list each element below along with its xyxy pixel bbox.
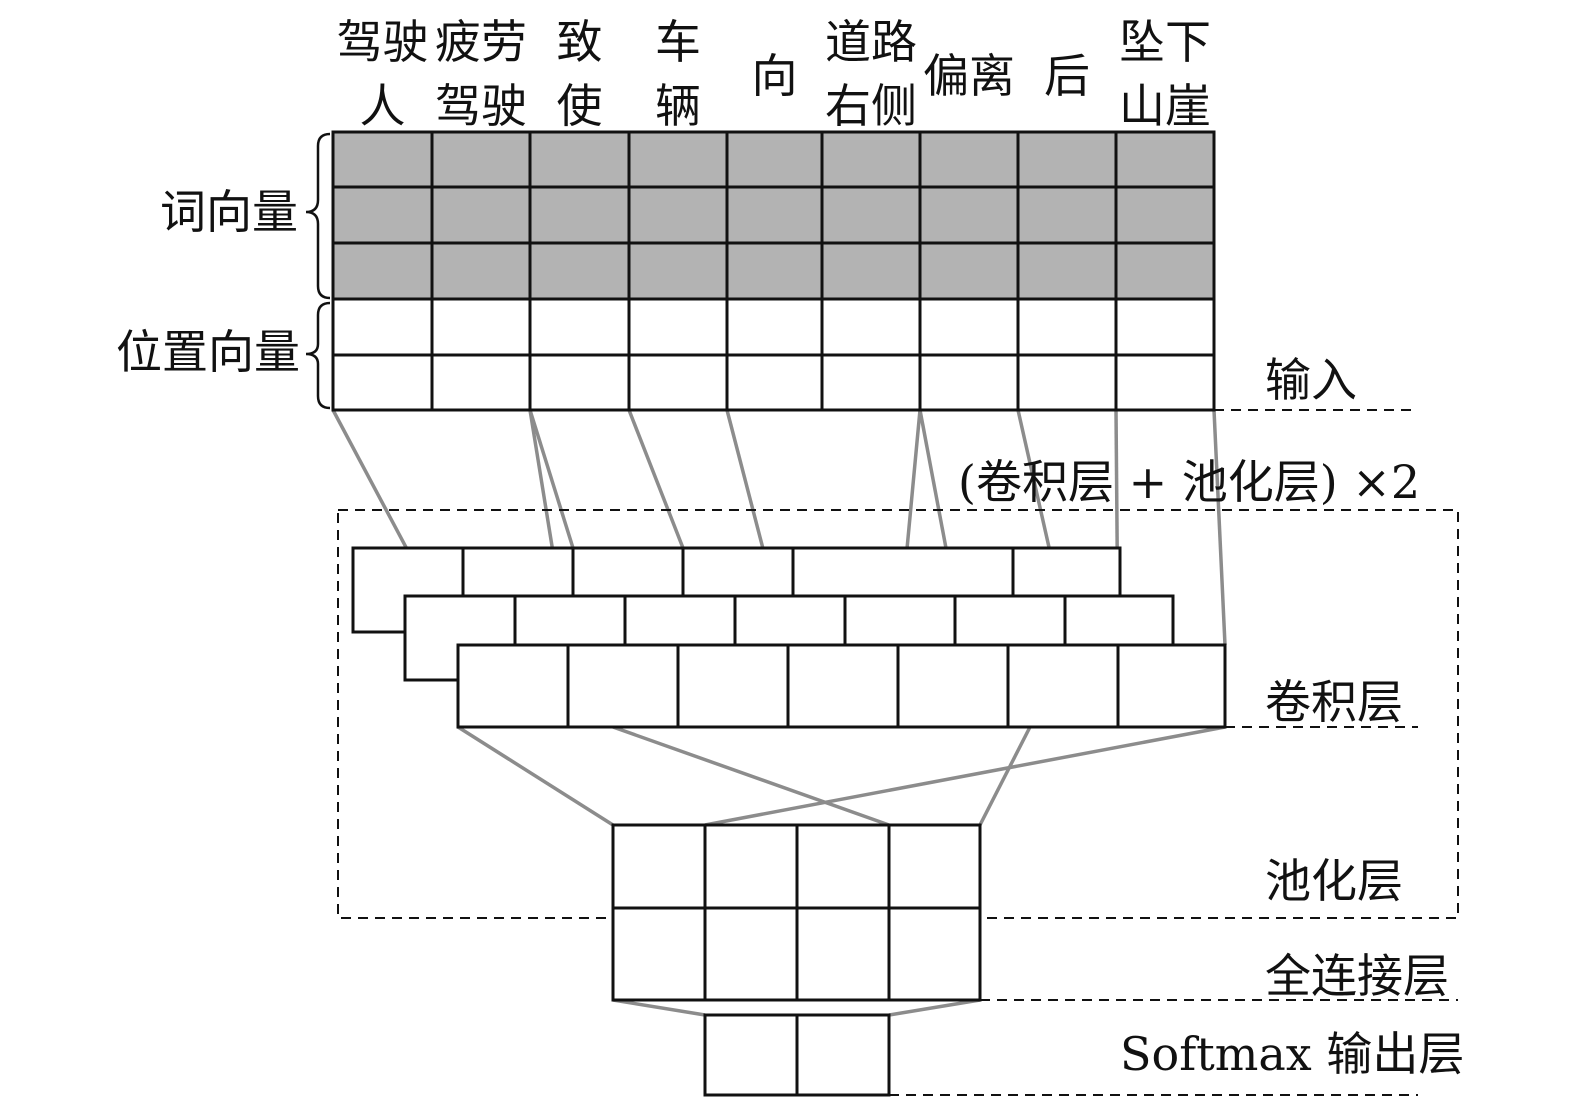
position-vector-cell — [820, 353, 922, 412]
word-vector-cell — [1114, 241, 1216, 301]
connector-line — [888, 998, 981, 1017]
word-vector-cell — [820, 130, 922, 189]
connector-line — [457, 725, 614, 827]
word-label: 车 — [655, 15, 701, 69]
word-vector-cell — [430, 185, 532, 245]
word-vector-cell — [1016, 185, 1118, 245]
word-vector-cell — [331, 241, 434, 301]
word-label: 道路 — [825, 15, 917, 69]
fc-cell — [611, 906, 707, 1002]
word-vector-cell — [1016, 130, 1118, 189]
word-label: 后 — [1044, 49, 1090, 103]
position-vector-cell — [528, 297, 631, 357]
word-label: 人 — [360, 79, 406, 133]
word-vector-cell — [430, 241, 532, 301]
word-vector-brace — [305, 132, 331, 300]
word-label: 山崖 — [1119, 79, 1211, 133]
position-vector-cell — [1016, 353, 1118, 412]
position-vector-cell — [820, 297, 922, 357]
word-label: 致 — [557, 15, 603, 69]
word-vector-cell — [1016, 241, 1118, 301]
position-vector-cell — [1114, 297, 1216, 357]
pool-fc-softmax — [611, 823, 982, 1097]
connector-lines — [331, 409, 1227, 1017]
position-vector-cell — [918, 297, 1020, 357]
pool-cell — [611, 823, 707, 910]
word-label: 驾驶 — [435, 79, 527, 133]
word-vector-cell — [627, 185, 729, 245]
word-vector-cell — [820, 185, 922, 245]
word-vector-cell — [820, 241, 922, 301]
connector-line — [612, 725, 890, 827]
position-vector-cell — [331, 353, 434, 412]
pool-cell — [703, 823, 799, 910]
word-vector-cell — [331, 130, 434, 189]
input-matrix — [331, 130, 1216, 412]
position-vector-cell — [725, 353, 824, 412]
fc-cell — [887, 906, 982, 1002]
connector-line — [627, 409, 685, 549]
word-label: 向 — [752, 49, 798, 103]
word-vector-cell — [528, 241, 631, 301]
word-vector-cell — [528, 185, 631, 245]
word-label: 偏离 — [923, 49, 1015, 103]
position-vector-label: 位置向量 — [116, 325, 300, 379]
word-label: 辆 — [655, 79, 701, 133]
position-vector-cell — [430, 297, 532, 357]
word-label: 坠下 — [1119, 15, 1211, 69]
word-vector-cell — [430, 130, 532, 189]
word-label: 疲劳 — [435, 15, 527, 69]
position-vector-cell — [725, 297, 824, 357]
pool-cell — [887, 823, 982, 910]
position-vector-cell — [1016, 297, 1118, 357]
word-vector-label: 词向量 — [160, 185, 298, 239]
repeat-block-label: (卷积层 + 池化层) ×2 — [958, 455, 1420, 509]
fc-label: 全连接层 — [1265, 949, 1449, 1003]
word-vector-cell — [1114, 185, 1216, 245]
word-labels: 驾驶人疲劳驾驶致使车辆向道路右侧偏离后坠下山崖 — [337, 15, 1212, 133]
word-vector-cell — [725, 130, 824, 189]
conv-label: 卷积层 — [1265, 675, 1403, 729]
word-vector-cell — [1114, 130, 1216, 189]
pool-cell — [795, 823, 891, 910]
word-vector-cell — [918, 130, 1020, 189]
softmax-cell — [703, 1013, 799, 1097]
word-vector-cell — [725, 241, 824, 301]
position-vector-cell — [430, 353, 532, 412]
position-vector-cell — [627, 297, 729, 357]
conv-layers — [351, 546, 1227, 729]
fc-cell — [703, 906, 799, 1002]
word-vector-cell — [918, 241, 1020, 301]
input-label: 输入 — [1265, 353, 1357, 407]
word-label: 驾驶 — [337, 15, 429, 69]
position-vector-cell — [627, 353, 729, 412]
position-vector-cell — [918, 353, 1020, 412]
connector-line — [528, 409, 575, 549]
word-vector-cell — [331, 185, 434, 245]
pool-label: 池化层 — [1265, 854, 1403, 908]
fc-cell — [795, 906, 891, 1002]
position-vector-cell — [331, 297, 434, 357]
position-vector-cell — [1114, 353, 1216, 412]
conv-feature-map-3 — [456, 643, 1227, 729]
position-vector-cell — [528, 353, 631, 412]
position-vector-brace — [305, 301, 331, 410]
softmax-label: Softmax 输出层 — [1120, 1027, 1464, 1081]
connector-line — [1212, 409, 1227, 646]
word-vector-cell — [528, 130, 631, 189]
connector-line — [612, 998, 706, 1017]
word-vector-cell — [627, 241, 729, 301]
connector-line — [978, 726, 1032, 826]
word-vector-cell — [627, 130, 729, 189]
softmax-cell — [795, 1013, 891, 1097]
word-label: 使 — [557, 79, 603, 133]
word-label: 右侧 — [825, 79, 917, 133]
dashed-guides — [337, 409, 1459, 1096]
connector-line — [704, 725, 1226, 827]
word-vector-cell — [725, 185, 824, 245]
word-vector-cell — [918, 185, 1020, 245]
